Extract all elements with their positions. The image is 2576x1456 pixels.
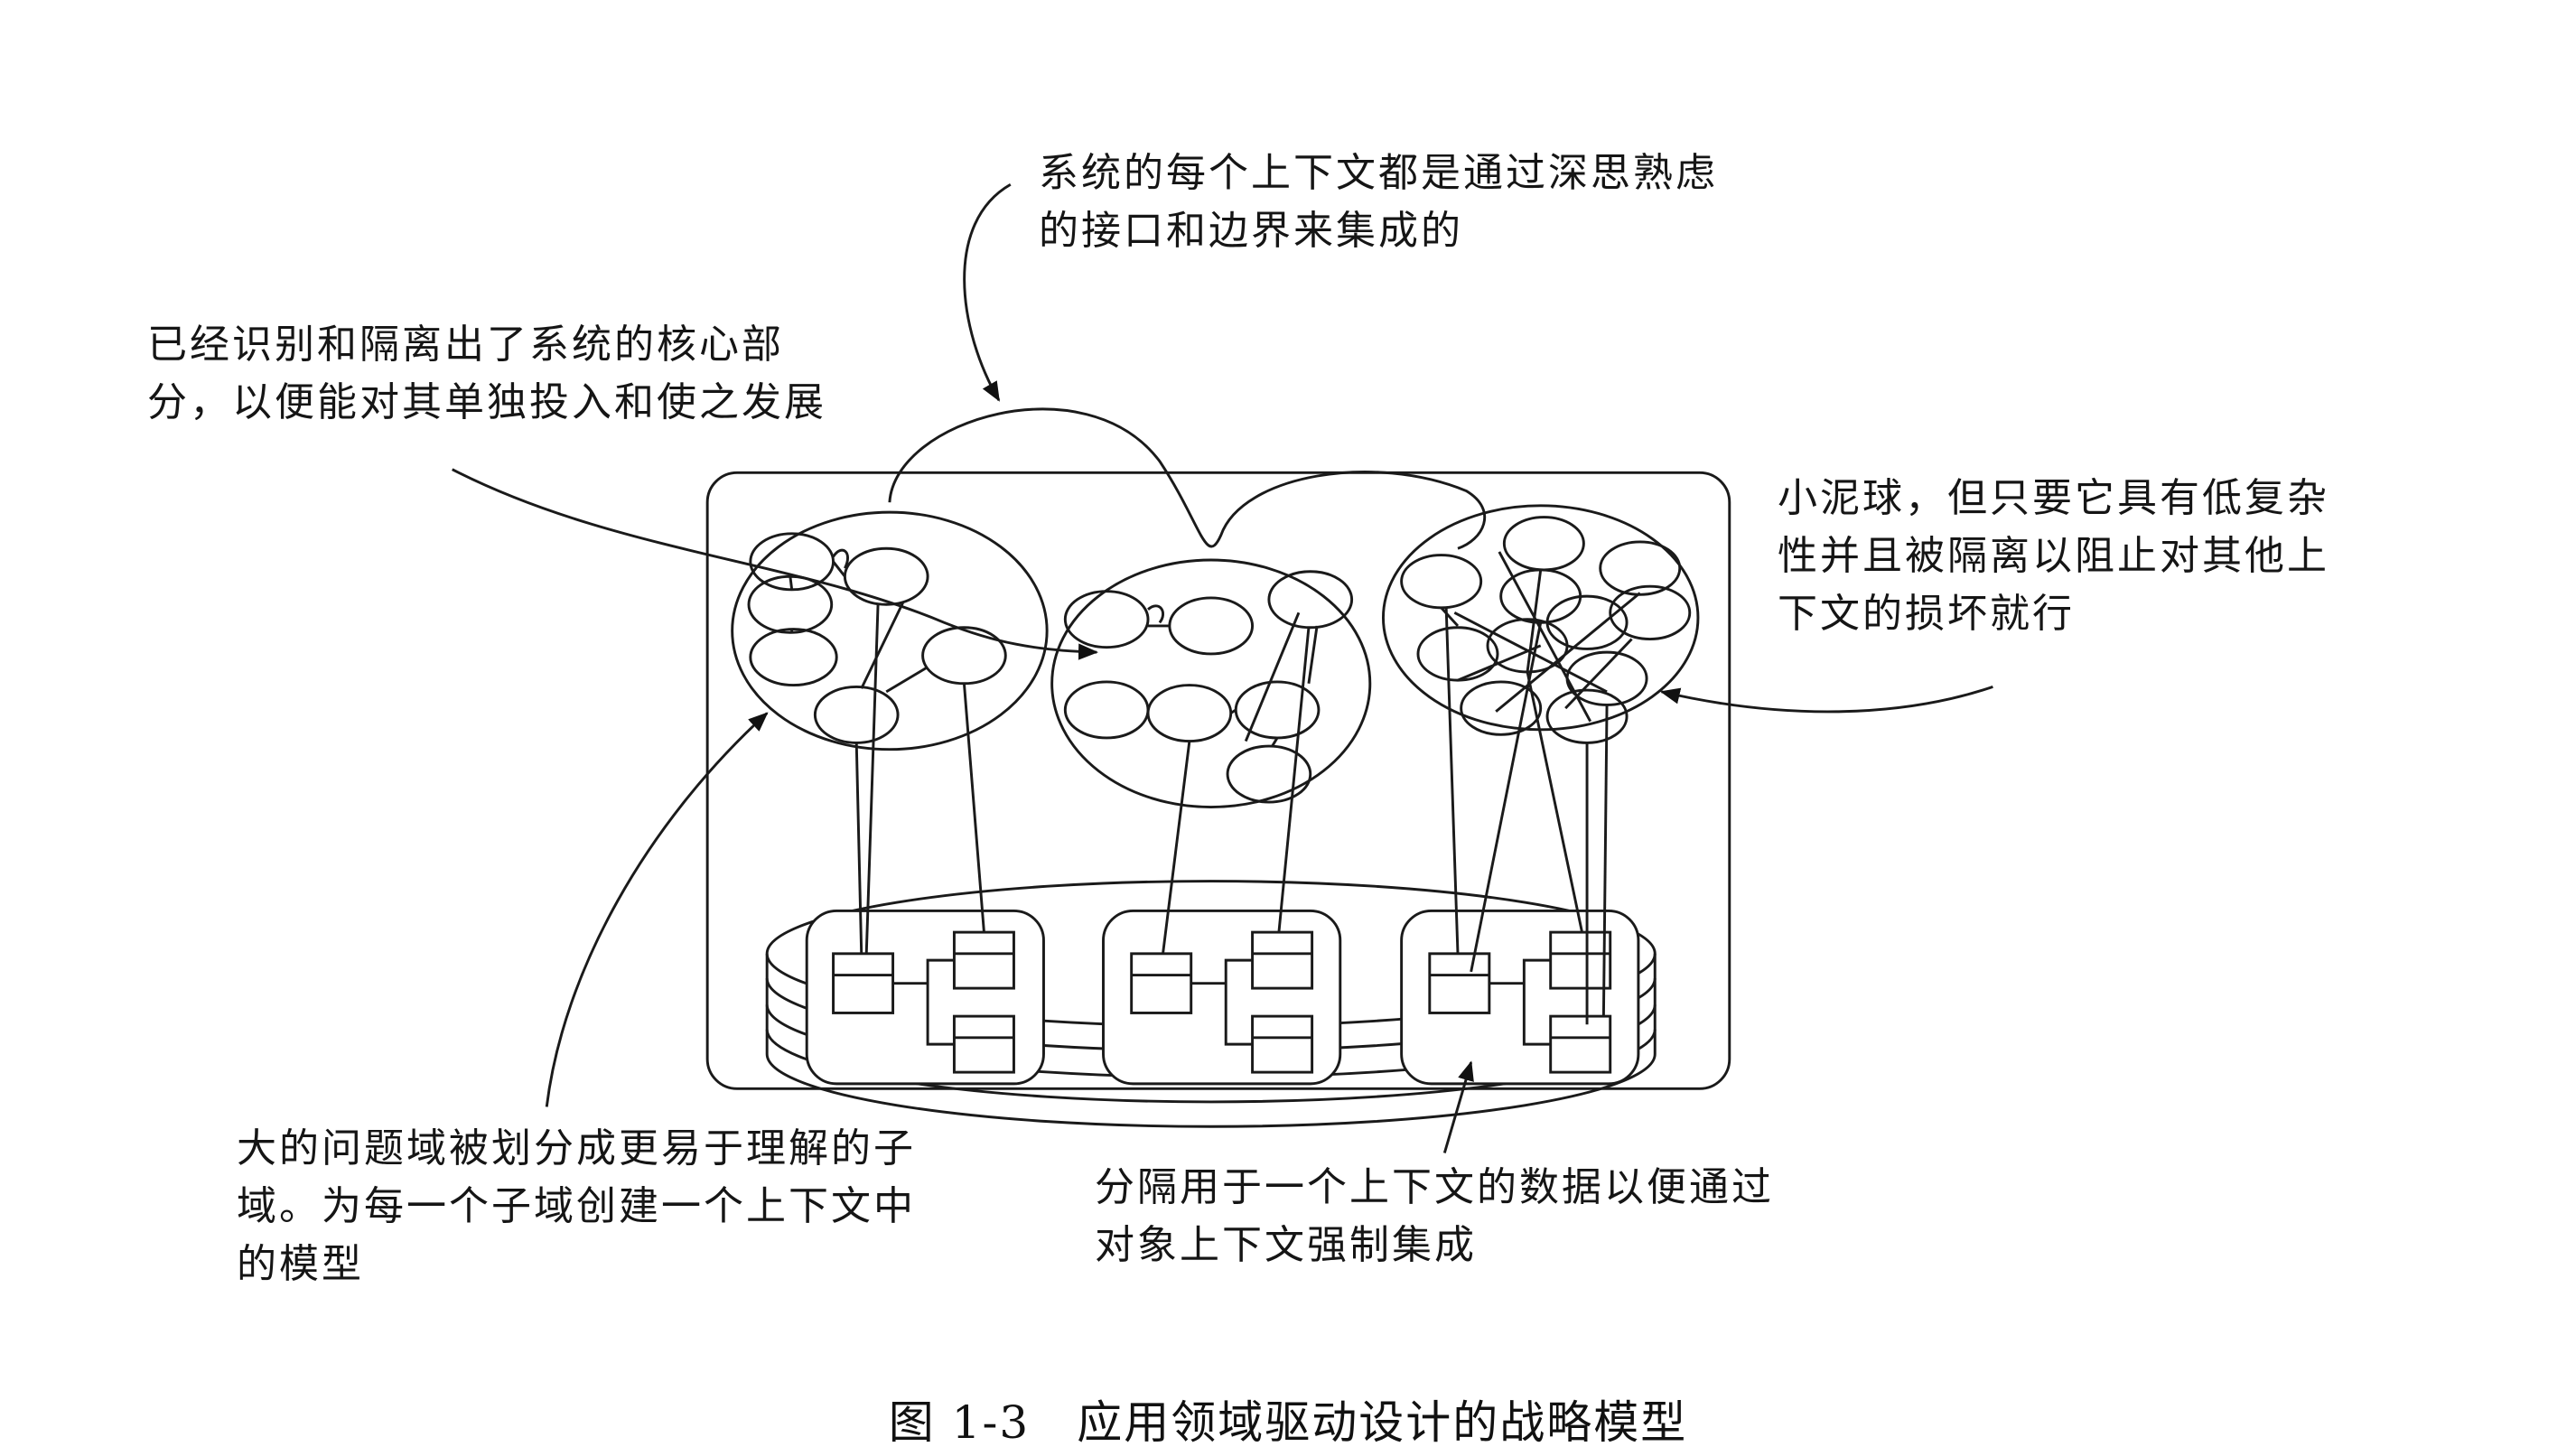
data-partition-1 — [805, 909, 1045, 1086]
figure-caption: 图 1-3 应用领域驱动设计的战略模型 — [888, 1396, 1688, 1449]
annotation-mud: 小泥球，但只要它具有低复杂 性并且被隔离以阻止对其他上 下文的损坏就行 — [1778, 470, 2329, 643]
annotation-subdomain: 大的问题域被划分成更易于理解的子 域。为每一个子域创建一个上下文中 的模型 — [237, 1120, 916, 1293]
annotation-core: 已经识别和隔离出了系统的核心部 分，以便能对其单独投入和使之发展 — [147, 316, 826, 432]
annotation-integration: 系统的每个上下文都是通过深思熟虑 的接口和边界来集成的 — [1039, 145, 1718, 260]
annotation-integration-line-1: 系统的每个上下文都是通过深思熟虑 — [1039, 150, 1718, 196]
data-partition-2 — [1102, 909, 1342, 1086]
annotation-mud-line-2: 性并且被隔离以阻止对其他上 — [1778, 533, 2329, 579]
annotation-data-line-1: 分隔用于一个上下文的数据以便通过 — [1095, 1164, 1774, 1210]
arrow-mud — [1659, 686, 1993, 714]
arrow-core — [452, 468, 1098, 660]
context-middle-nodes — [1063, 570, 1354, 804]
system-boundary — [705, 471, 1731, 1090]
model-to-data-lines — [854, 604, 1609, 1025]
bounded-context-middle — [1050, 558, 1372, 808]
annotation-subdomain-line-1: 大的问题域被划分成更易于理解的子 — [237, 1125, 916, 1171]
annotation-data-line-2: 对象上下文强制集成 — [1095, 1222, 1477, 1268]
annotation-data: 分隔用于一个上下文的数据以便通过 对象上下文强制集成 — [1095, 1159, 1774, 1274]
arrow-integration — [963, 182, 1012, 402]
bounded-context-core — [731, 510, 1049, 751]
annotation-mud-line-1: 小泥球，但只要它具有低复杂 — [1778, 475, 2329, 521]
annotation-core-line-2: 分，以便能对其单独投入和使之发展 — [147, 379, 826, 425]
context-mud-nodes — [1400, 516, 1692, 744]
annotation-subdomain-line-3: 的模型 — [237, 1241, 364, 1287]
data-partition-3 — [1400, 909, 1640, 1086]
annotation-mud-line-3: 下文的损坏就行 — [1778, 591, 2075, 637]
annotation-subdomain-line-2: 域。为每一个子域创建一个上下文中 — [237, 1183, 916, 1229]
annotation-integration-line-2: 的接口和边界来集成的 — [1039, 208, 1463, 254]
integration-curve — [888, 407, 1487, 550]
arrow-subdomain — [545, 712, 769, 1107]
annotation-core-line-1: 已经识别和隔离出了系统的核心部 — [147, 322, 784, 368]
arrow-data — [1442, 1060, 1474, 1153]
bounded-context-mud — [1381, 504, 1700, 732]
